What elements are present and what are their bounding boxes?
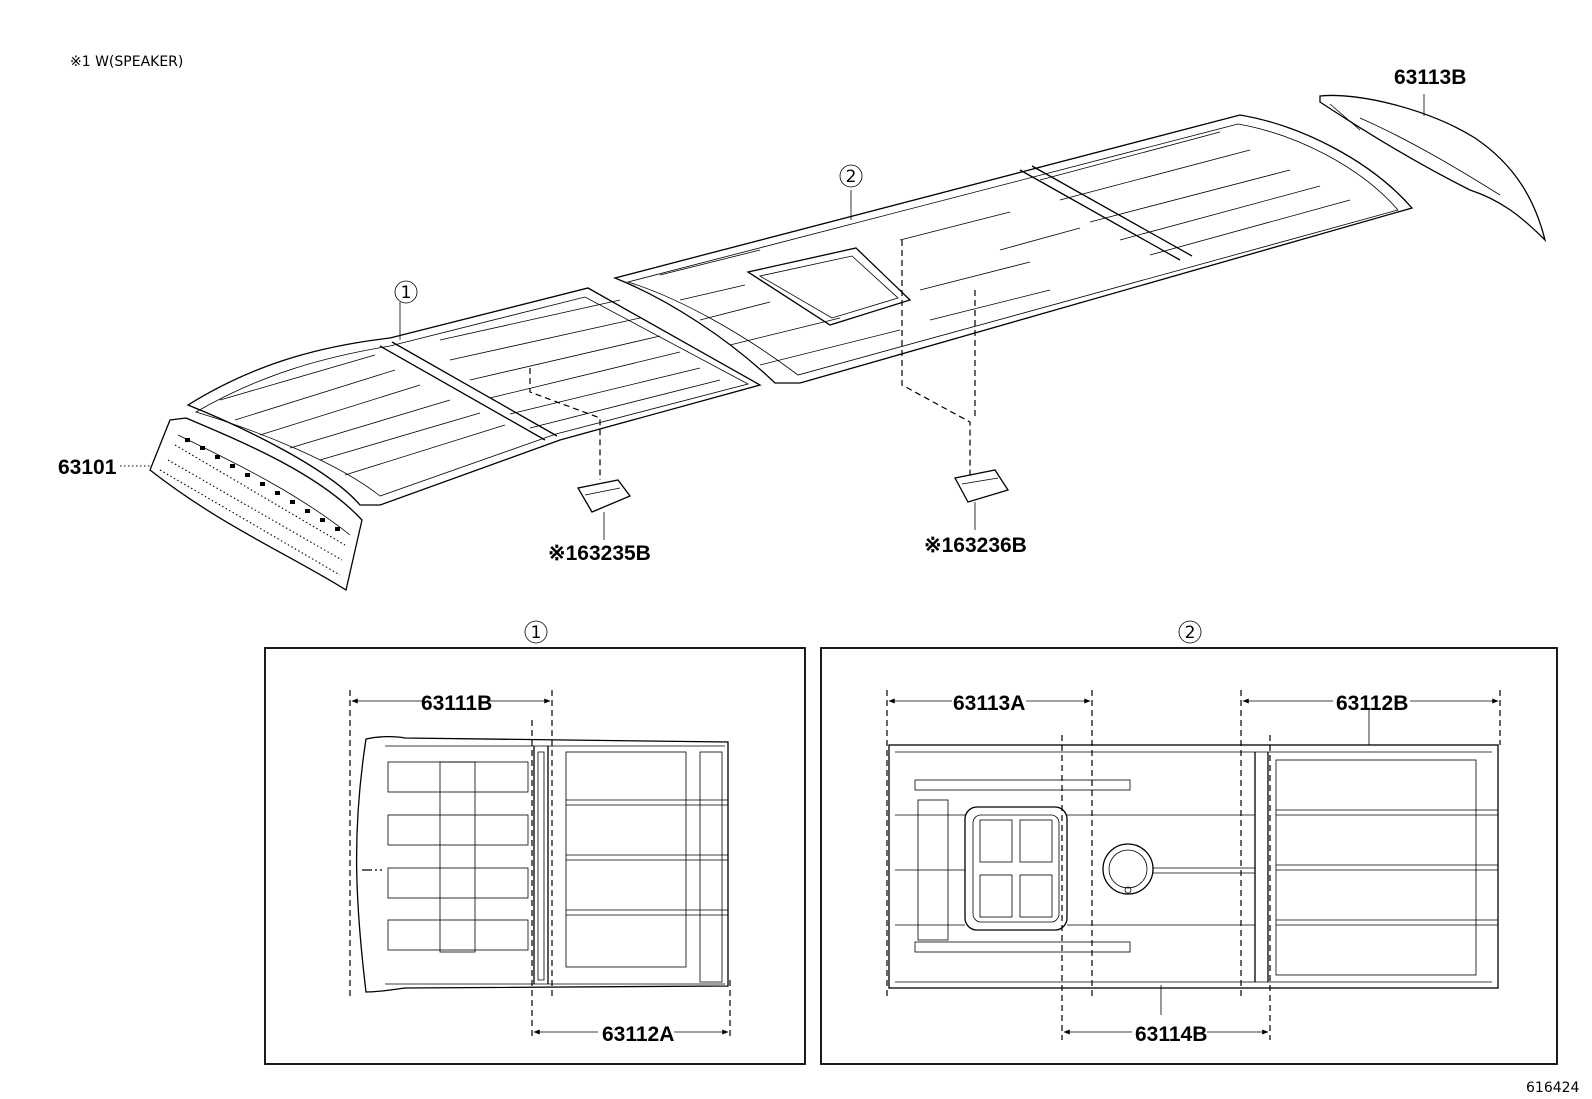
rear-header-63113B-drawing [1319,94,1547,243]
label-63101: 63101 [58,456,117,479]
header-panel-63101-drawing [120,417,363,592]
label-63236B: ※163236B [924,534,1027,557]
detail-2-callout: 2 [1178,620,1202,644]
svg-text:2: 2 [846,167,857,187]
label-63112B: 63112B [1336,692,1408,715]
label-63114B: 63114B [1135,1023,1207,1046]
svg-text:2: 2 [1185,623,1196,643]
speaker-note: ※1 W(SPEAKER) [70,54,183,70]
label-63113B: 63113B [1394,66,1466,89]
label-63111B: 63111B [421,692,492,715]
callout-1-upper: 1 [394,280,418,304]
speaker-bracket-63236B-drawing [901,240,1010,530]
callout-2-upper: 2 [839,164,863,188]
label-63235B: ※163235B [548,542,651,565]
figure-number: 616424 [1526,1080,1580,1096]
speaker-bracket-63235B-drawing [529,368,632,540]
detail-1-callout: 1 [524,620,548,644]
detail-1-front-roof-plan [349,690,731,1040]
rear-roof-panel-drawing [612,114,1414,384]
label-63113A: 63113A [953,692,1025,715]
label-63112A: 63112A [602,1023,674,1046]
detail-2-rear-roof-plan [886,690,1501,1040]
detail-1-frame [264,647,806,1065]
front-roof-panel-drawing [186,287,762,506]
detail-2-frame [820,647,1558,1065]
svg-text:1: 1 [531,623,542,643]
svg-text:1: 1 [401,283,412,303]
